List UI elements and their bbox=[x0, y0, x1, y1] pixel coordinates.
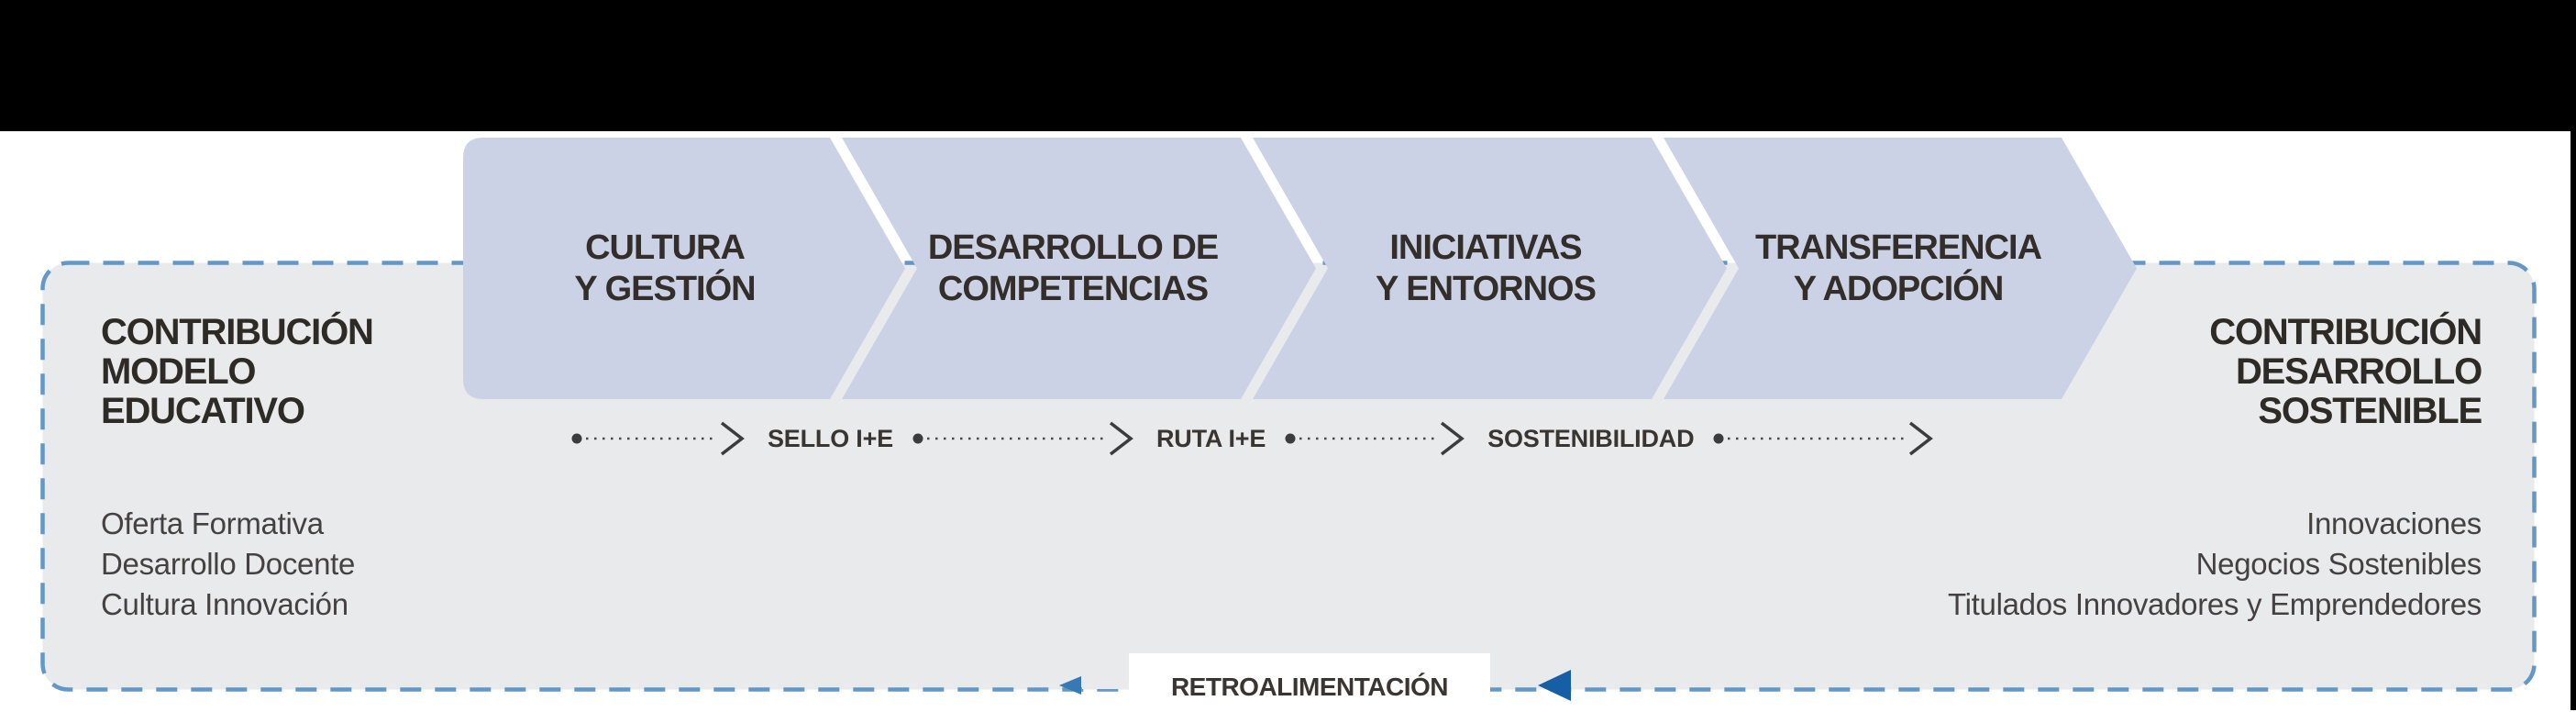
left-panel-title-line: MODELO bbox=[101, 351, 257, 392]
stage-label-iniciativas-y-entornos: INICIATIVAS Y ENTORNOS bbox=[1288, 138, 1683, 399]
chevron-shape-4 bbox=[1664, 138, 2137, 399]
stage-label-desarrollo-de-competencias: DESARROLLO DE COMPETENCIAS bbox=[876, 138, 1270, 399]
chevron-shape-2 bbox=[842, 138, 1316, 399]
right-panel-title: CONTRIBUCIÓN DESARROLLO SOSTENIBLE bbox=[2209, 313, 2482, 431]
stage-label-cultura-y-gestion: CULTURA Y GESTIÓN bbox=[468, 138, 862, 399]
stage-label-line: Y GESTIÓN bbox=[574, 269, 756, 308]
border-gap-patch bbox=[1082, 675, 1130, 689]
feedback-label: RETROALIMENTACIÓN bbox=[1170, 673, 1449, 701]
connector-label-ruta: RUTA I+E bbox=[1155, 424, 1266, 452]
chevron-shape-3 bbox=[1253, 138, 1727, 399]
left-panel-items: Oferta Formativa Desarrollo Docente Cult… bbox=[101, 504, 355, 625]
list-item: Innovaciones bbox=[2306, 506, 2482, 540]
right-panel-title-line: SOSTENIBLE bbox=[2258, 391, 2482, 431]
left-panel-title: CONTRIBUCIÓN MODELO EDUCATIVO bbox=[101, 312, 374, 431]
left-panel-title-line: CONTRIBUCIÓN bbox=[101, 312, 374, 352]
process-chevron-band bbox=[463, 138, 2137, 399]
connector-label-sostenibilidad: SOSTENIBILIDAD bbox=[1487, 424, 1695, 452]
stage-label-line: DESARROLLO DE bbox=[927, 228, 1219, 267]
list-item: Oferta Formativa bbox=[101, 506, 324, 540]
stage-label-line: INICIATIVAS bbox=[1389, 228, 1582, 267]
left-panel-title-line: EDUCATIVO bbox=[101, 391, 305, 431]
stage-label-line: COMPETENCIAS bbox=[937, 269, 1209, 308]
dotted-arrow-icon bbox=[1713, 421, 1934, 456]
feedback-arrowhead-icon bbox=[1538, 670, 1571, 701]
stage-label-line: CULTURA bbox=[585, 228, 746, 267]
stage-label-line: Y ENTORNOS bbox=[1376, 269, 1597, 308]
dotted-arrow-icon bbox=[1285, 421, 1465, 456]
right-panel-title-line: DESARROLLO bbox=[2235, 351, 2482, 392]
stage-label-line: Y ADOPCIÓN bbox=[1793, 269, 2005, 308]
right-black-edge bbox=[2570, 0, 2576, 710]
dotted-arrow-icon bbox=[912, 421, 1133, 456]
chevron-shape-1 bbox=[463, 138, 905, 399]
list-item: Cultura Innovación bbox=[101, 587, 348, 621]
stage-label-transferencia-y-adopcion: TRANSFERENCIA Y ADOPCIÓN bbox=[1701, 138, 2095, 399]
list-item: Desarrollo Docente bbox=[101, 547, 356, 581]
list-item: Negocios Sostenibles bbox=[2195, 547, 2482, 581]
right-panel-items: Innovaciones Negocios Sostenibles Titula… bbox=[1948, 504, 2482, 625]
feedback-small-arrowhead-icon bbox=[1059, 676, 1081, 695]
top-black-bar bbox=[0, 0, 2576, 131]
connector-label-sello: SELLO I+E bbox=[768, 424, 893, 452]
list-item: Titulados Innovadores y Emprendedores bbox=[1947, 587, 2482, 621]
right-panel-title-line: CONTRIBUCIÓN bbox=[2209, 312, 2482, 352]
dotted-arrow-icon bbox=[571, 421, 745, 456]
connector-row: SELLO I+E RUTA I+E SOSTENIBILIDAD bbox=[570, 417, 2029, 461]
stage-label-line: TRANSFERENCIA bbox=[1754, 228, 2042, 267]
feedback-label-box: RETROALIMENTACIÓN bbox=[1129, 653, 1490, 721]
